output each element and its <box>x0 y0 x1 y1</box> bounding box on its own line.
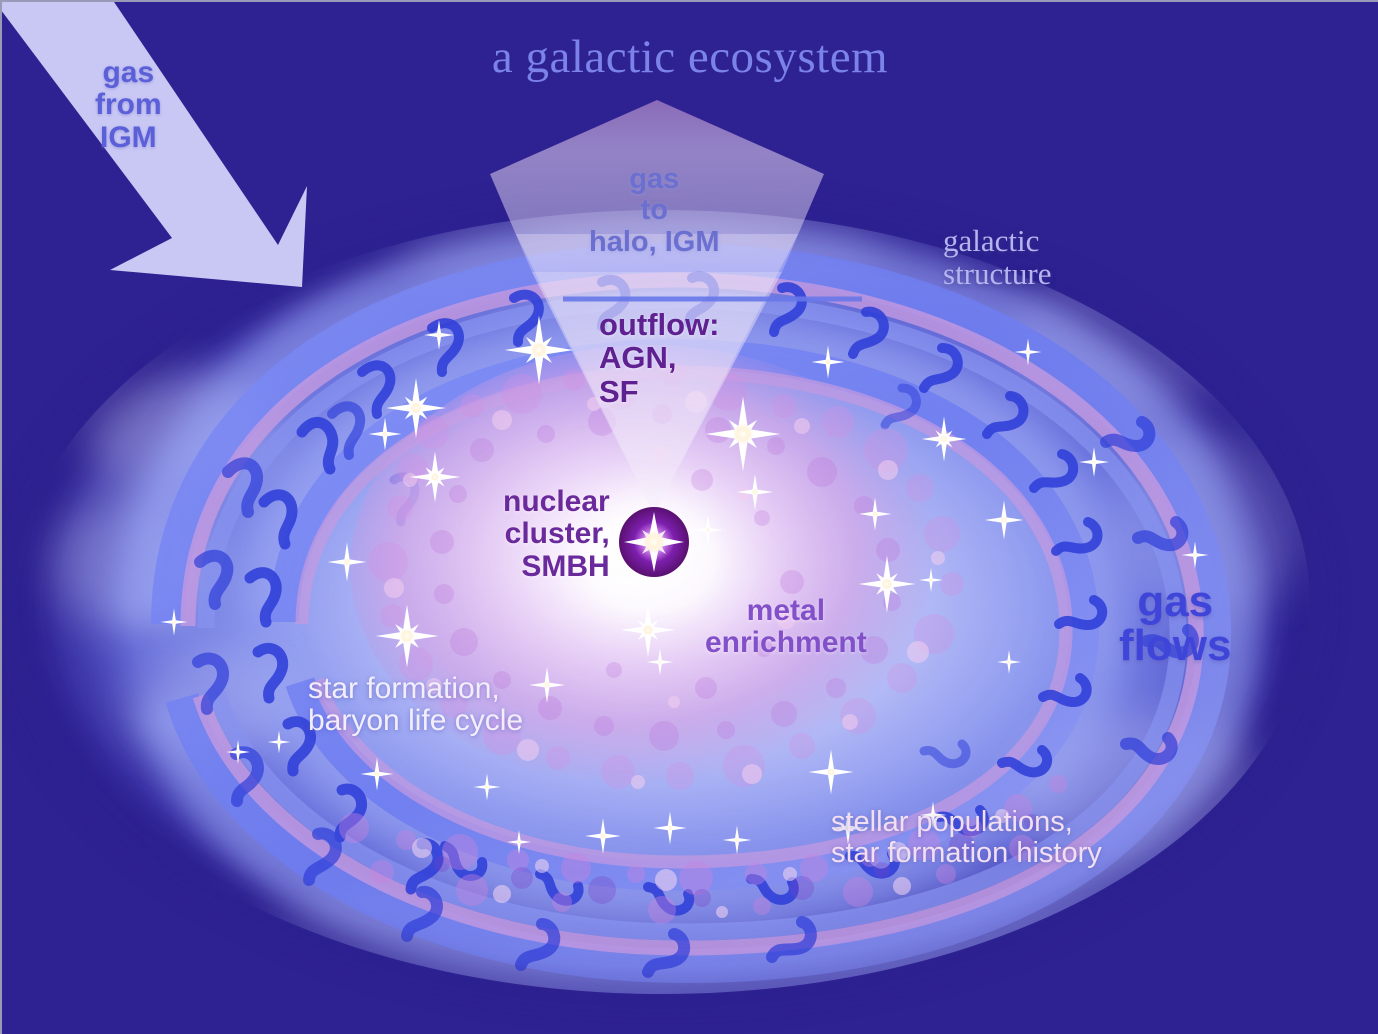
outer-spiral-arm <box>121 210 1260 994</box>
star-sparkles <box>160 315 1209 855</box>
smbh-marker <box>594 482 714 602</box>
gas-inflow-arrow <box>2 2 307 287</box>
outflow-cone <box>490 100 862 514</box>
